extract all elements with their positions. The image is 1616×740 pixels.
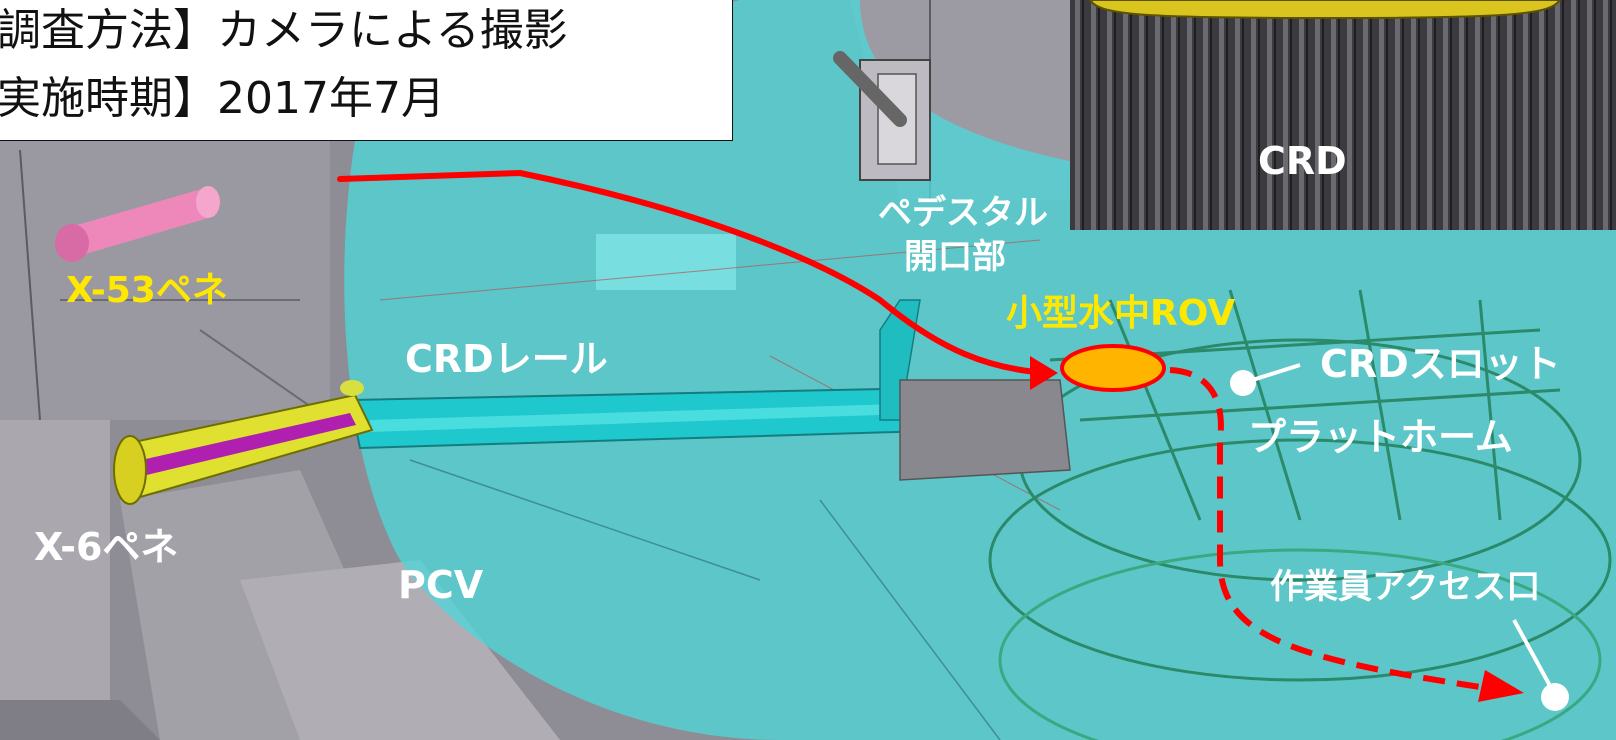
rov-route <box>337 169 1524 702</box>
crd-slot-pointer <box>1230 363 1301 396</box>
survey-period-text: 実施時期】2017年7月 <box>0 73 445 124</box>
crd-rail-label: CRDレール <box>405 337 608 381</box>
pedestal-opening-label-line1: ペデスタル <box>878 193 1048 233</box>
pcv-volume <box>344 0 1616 740</box>
survey-info-box: 調査方法】カメラによる撮影 実施時期】2017年7月 <box>0 0 733 141</box>
rov-route-dashed <box>1169 367 1501 693</box>
worker-access-label: 作業員アクセス口 <box>1270 567 1541 607</box>
worker-access-arrowhead <box>1478 670 1524 702</box>
pcv-label: PCV <box>398 563 484 607</box>
crd-slot-label: CRDスロット <box>1320 342 1561 386</box>
crd-housings <box>1070 0 1616 230</box>
platform-label: プラットホーム <box>1248 415 1513 459</box>
rov-route-arrowhead <box>1030 356 1058 390</box>
x53-label: X-53ペネ <box>66 270 228 311</box>
x6-label: X-6ペネ <box>34 525 179 569</box>
crd-label: CRD <box>1258 139 1347 183</box>
platform-structure <box>988 289 1612 740</box>
pedestal-opening-label-line2: 開口部 <box>904 237 1006 277</box>
x6-penetration <box>113 380 374 505</box>
small-rov-label: 小型水中ROV <box>1006 293 1236 334</box>
x53-penetration <box>55 186 220 262</box>
worker-access-pointer <box>1512 619 1569 711</box>
survey-method-text: 調査方法】カメラによる撮影 <box>0 5 568 56</box>
crd-rail <box>348 299 1071 481</box>
small-rov-marker <box>1060 344 1166 392</box>
camera-equipment <box>833 51 931 181</box>
rov-route-solid <box>337 169 1053 376</box>
